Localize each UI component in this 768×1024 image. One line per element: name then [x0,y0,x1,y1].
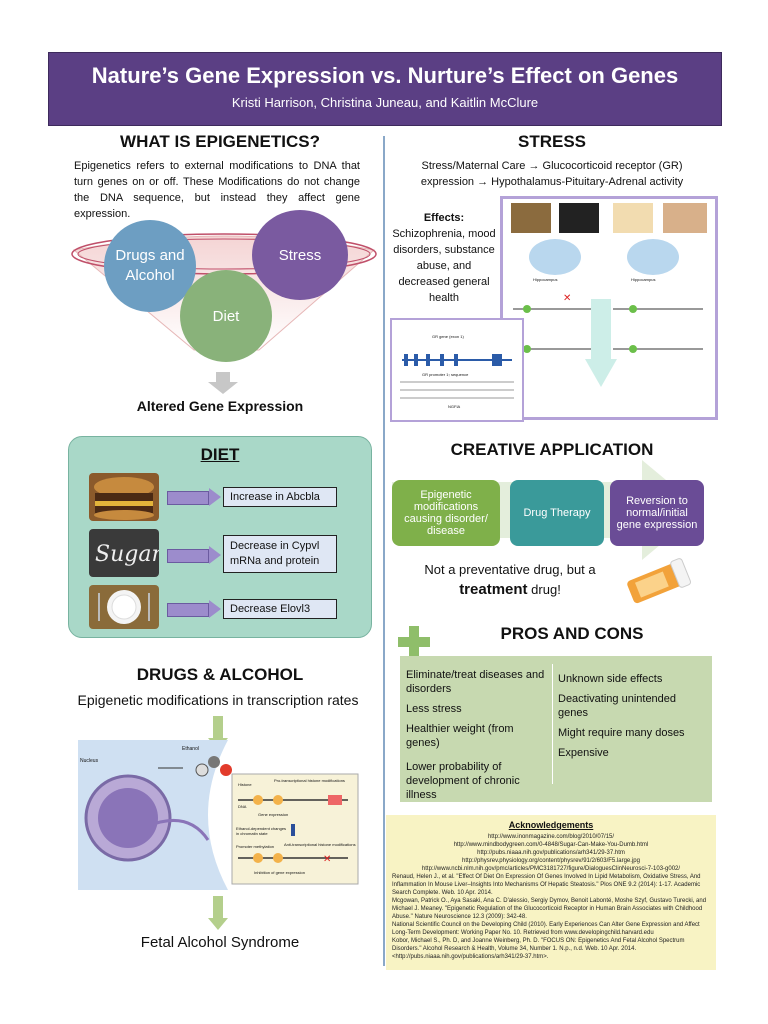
stress-line-2: expression → Hypothalamus-Pituitary-Adre… [420,176,684,188]
altered-gene-expression: Altered Gene Expression [136,398,304,414]
pro-item: Eliminate/treat diseases and disorders [406,669,545,695]
hippocampus-label-1: Hippocampus [533,277,558,282]
fetal-alcohol-syndrome: Fetal Alcohol Syndrome [140,934,300,951]
drugs-circle: Drugs and Alcohol [104,220,196,312]
creative-step-2-label: Drug Therapy [523,507,591,519]
diet-arrow-1 [167,491,209,505]
inhibition-label: Inhibition of gene expression [254,870,305,875]
down-arrow-icon [208,372,238,394]
ack-line: National Scientific Council on the Devel… [392,922,700,936]
ack-line: http://www.inonmagazine.com/blog/2010/07… [487,834,615,840]
svg-text:✕: ✕ [563,293,571,304]
ngfia-label: NGFIA [448,404,461,409]
gene-expression-label: Gene expression [258,812,289,817]
pill-bottle-icon [620,556,696,606]
gr-promoter-label: GR promoter 1₇ sequence [422,372,469,377]
epigenetics-heading: WHAT IS EPIGENETICS? [120,132,320,151]
ack-line: http://www.ncbi.nlm.nih.gov/pmc/articles… [421,866,681,872]
diet-effect-1: Increase in Abcbla [223,487,337,507]
svg-text:Sugar: Sugar [95,542,159,567]
pros-cons-heading: PROS AND CONS [500,624,644,643]
creative-step-3-label: Reversion to normal/initial gene express… [616,495,698,531]
acknowledgements-panel: Acknowledgements http://www.inonmagazine… [386,815,716,970]
gr-gene-inset: GR gene (exon 1) GR promoter 1₇ sequence… [390,318,524,422]
effects-text: Schizophrenia, mood disorders, substance… [392,228,496,304]
alcohol-figure: ✕ Ethanol Nucleus Histone Pro-transcript… [78,740,360,890]
stress-circle-label: Stress [278,246,322,264]
treatment-note-bold: treatment [459,581,528,598]
pro-modification-label: Pro-transcriptional histone modification… [274,778,345,783]
down-arrow-icon [208,896,228,930]
con-item: Might require many doses [558,727,685,739]
drugs-heading: DRUGS & ALCOHOL [136,665,304,684]
title-banner: Nature’s Gene Expression vs. Nurture’s E… [48,52,722,126]
acknowledgements-heading: Acknowledgements [508,820,594,830]
plus-icon [398,626,430,658]
pros-cons-panel: Eliminate/treat diseases and disorders L… [400,656,712,802]
con-item: Deactivating unintended genes [558,693,677,719]
stress-line-1: Stress/Maternal Care → Glucocorticoid re… [421,160,683,172]
anti-modification-label: Anti-transcriptional histone modificatio… [284,842,356,847]
nucleus-label: Nucleus [80,758,99,764]
diet-arrowhead-3 [209,600,221,618]
gr-expression-figure: ✕ Hippocampus Hippocampus [500,196,718,420]
poster-authors: Kristi Harrison, Christina Juneau, and K… [231,95,539,110]
creative-step-1: Epigenetic modifications causing disorde… [392,480,500,546]
acknowledgements-list: http://www.inonmagazine.com/blog/2010/07… [392,833,710,961]
ack-line: http://pubs.niaaa.nih.gov/publications/a… [477,850,625,856]
epigenetics-text: Epigenetics refers to external modificat… [74,160,360,220]
histone-label: Histone [238,782,252,787]
hippocampus-label-2: Hippocampus [631,277,656,282]
ack-line: http://www.mindbodygreen.com/0-4848/Suga… [453,842,649,848]
con-item: Unknown side effects [558,673,663,685]
empty-plate-image [89,585,159,629]
treatment-note-part2: drug! [531,582,561,597]
svg-text:✕: ✕ [323,854,331,865]
column-divider [383,136,385,966]
pro-item: Less stress [406,703,462,715]
diet-circle-label: Diet [212,307,240,325]
diet-arrowhead-1 [209,488,221,506]
ack-line: http://physrev.physiology.org/content/ph… [462,858,640,864]
diet-arrow-3 [167,603,209,617]
ack-line: Renaud, Helen J., et al. "Effect Of Diet… [392,874,701,896]
ethanol-label: Ethanol [182,746,199,752]
sugar-image: Sugar [89,529,163,577]
diet-arrow-2 [167,549,209,563]
con-item: Expensive [558,747,609,759]
pro-item: Lower probability of development of chro… [406,761,520,801]
diet-circle: Diet [180,270,272,362]
poster-title: Nature’s Gene Expression vs. Nurture’s E… [91,63,679,88]
dna-label: DNA [238,804,247,809]
drugs-circle-label: Drugs and Alcohol [115,247,185,284]
promoter-methylation-label: Promoter methylation [236,844,275,849]
burger-image [89,473,159,521]
effects-label: Effects: [423,212,465,224]
creative-step-1-label: Epigenetic modifications causing disorde… [404,489,488,537]
stress-heading: STRESS [517,132,587,151]
ack-line: Kobor, Michael S., Ph. D, and Joanne Wei… [392,938,685,960]
diet-panel: DIET Sugar Increase in Abcbla Decrease i… [68,436,372,638]
drugs-subtitle: Epigenetic modifications in transcriptio… [77,692,359,708]
ack-line: Mcgowan, Patrick O., Aya Sasaki, Ana C. … [392,898,707,920]
creative-heading: CREATIVE APPLICATION [450,440,654,459]
creative-step-3: Reversion to normal/initial gene express… [610,480,704,546]
pros-cons-divider [552,664,553,784]
ethanol-changes-label: Ethanol-dependent changes in chromatin s… [236,826,287,836]
diet-effect-3: Decrease Elovl3 [223,599,337,619]
treatment-note-part1: Not a preventative drug, but a [424,562,596,577]
pro-item: Healthier weight (from genes) [406,723,514,749]
treatment-note: Not a preventative drug, but a treatment… [404,560,616,600]
creative-step-2: Drug Therapy [510,480,604,546]
diet-effect-2: Decrease in Cypvl mRNa and protein [223,535,337,573]
diet-arrowhead-2 [209,546,221,564]
stress-circle: Stress [252,210,348,300]
gr-gene-label: GR gene (exon 1) [432,334,464,339]
diet-heading: DIET [200,445,240,464]
